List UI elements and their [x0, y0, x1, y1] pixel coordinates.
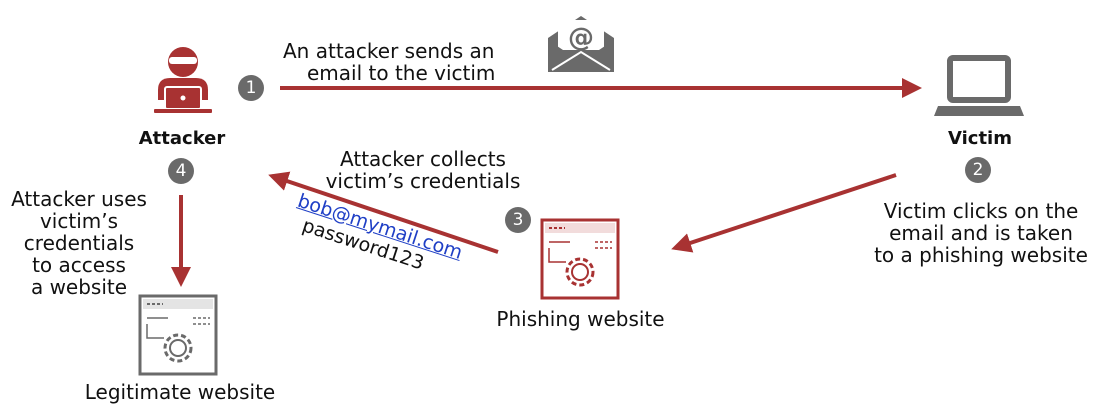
step-1-text-line-1: An attacker sends an — [283, 39, 495, 63]
step-4-text-line-5: a website — [30, 275, 128, 299]
arrow-phishing-to-attacker — [268, 171, 499, 254]
step-badge-2: 2 — [965, 157, 991, 183]
step-badge-3: 3 — [505, 207, 531, 233]
step-4-text-line-4: to access — [32, 253, 126, 277]
step-1-text-line-2: email to the victim — [307, 61, 496, 85]
step-badge-4: 4 — [168, 158, 194, 184]
step-4-text-line-3: credentials — [23, 231, 135, 255]
victim-label: Victim — [948, 128, 1012, 149]
svg-text:@: @ — [568, 23, 594, 53]
collect-credentials-text-line-2: victim’s credentials — [325, 169, 521, 193]
attacker-label: Attacker — [138, 128, 226, 149]
phishing-website-label: Phishing website — [496, 307, 665, 331]
step-4-text-line-2: victim’s — [39, 209, 119, 233]
step-2-text-line-2: email and is taken — [889, 221, 1073, 245]
collect-credentials-text-line-1: Attacker collects — [340, 147, 506, 171]
step-4-text-line-1: Attacker uses — [11, 187, 147, 211]
email-envelope-icon: @ — [548, 16, 614, 72]
webpage-gear-icon — [540, 218, 620, 300]
webpage-gear-icon — [138, 294, 218, 376]
arrow-victim-to-phishing — [671, 173, 897, 253]
step-badge-1: 1 — [238, 75, 264, 101]
legitimate-website-label: Legitimate website — [84, 380, 276, 404]
step-2-text-line-3: to a phishing website — [874, 243, 1088, 267]
laptop-icon — [934, 55, 1024, 116]
step-2-text-line-1: Victim clicks on the — [883, 199, 1079, 223]
hacker-at-laptop-icon — [154, 47, 212, 113]
